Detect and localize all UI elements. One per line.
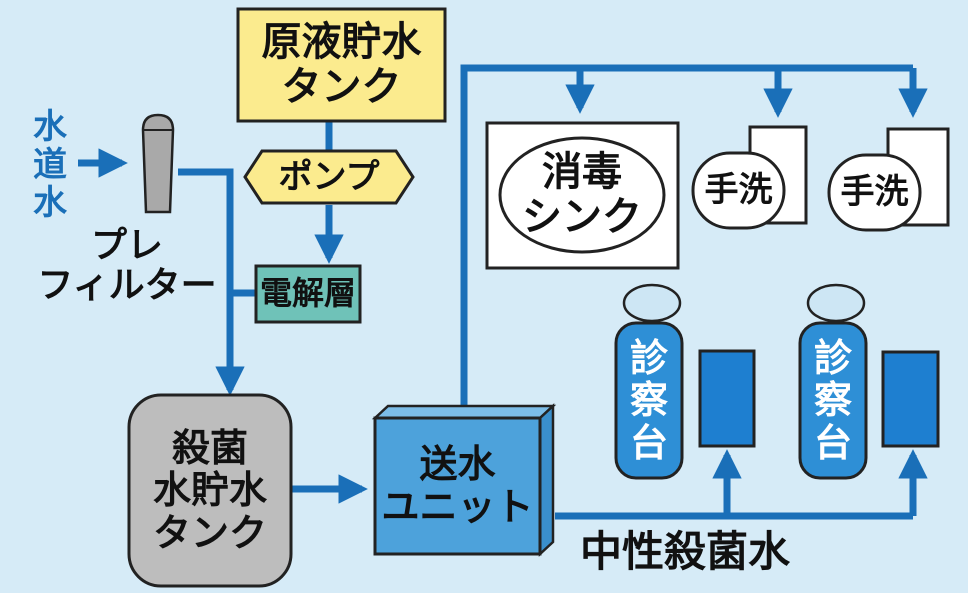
pump-box: [243, 149, 415, 205]
sterile-tank-box: [127, 393, 293, 588]
disinfect-sink-fixture: [485, 121, 680, 270]
exam-table-1: [614, 283, 756, 480]
pipe-unit-main-riser: [460, 64, 913, 405]
exam-table-2: [798, 283, 940, 480]
source-tank-box: [236, 7, 447, 123]
handwash-1-fixture: [691, 125, 808, 230]
electrolysis-box: [254, 264, 362, 324]
pump-unit-box: [371, 403, 557, 557]
pipe-filter-to-sterile-tank: [178, 168, 245, 396]
prefilter-icon: [141, 113, 175, 214]
handwash-2-fixture: [827, 127, 950, 232]
